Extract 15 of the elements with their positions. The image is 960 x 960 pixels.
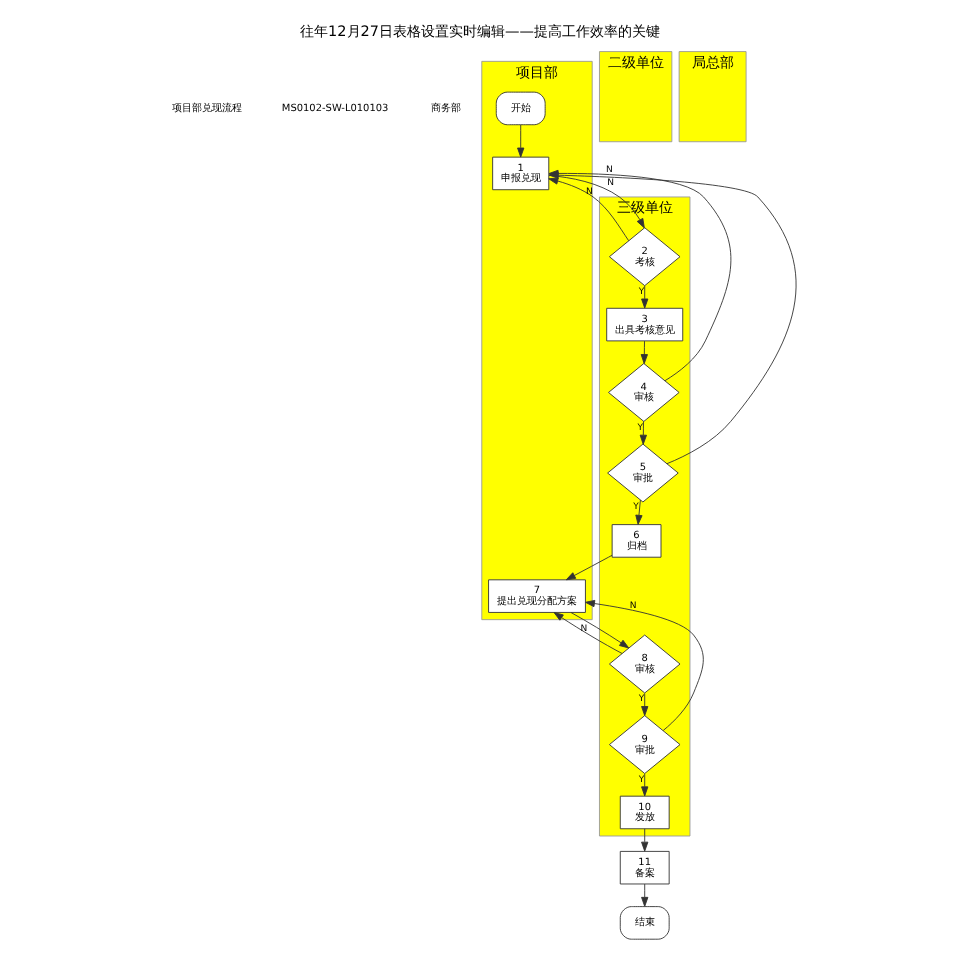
arrow xyxy=(570,612,630,649)
arrow xyxy=(565,554,613,581)
arrow xyxy=(641,285,649,309)
arrow xyxy=(584,599,704,731)
arrow xyxy=(640,340,648,365)
arrow xyxy=(548,174,645,229)
arrow xyxy=(548,177,630,242)
arrow xyxy=(553,612,623,654)
arrow xyxy=(517,124,525,158)
arrow xyxy=(639,420,647,445)
arrow xyxy=(641,773,649,797)
arrow xyxy=(641,692,649,716)
arrow xyxy=(641,828,649,852)
arrow xyxy=(641,883,649,907)
arrow xyxy=(635,499,643,525)
